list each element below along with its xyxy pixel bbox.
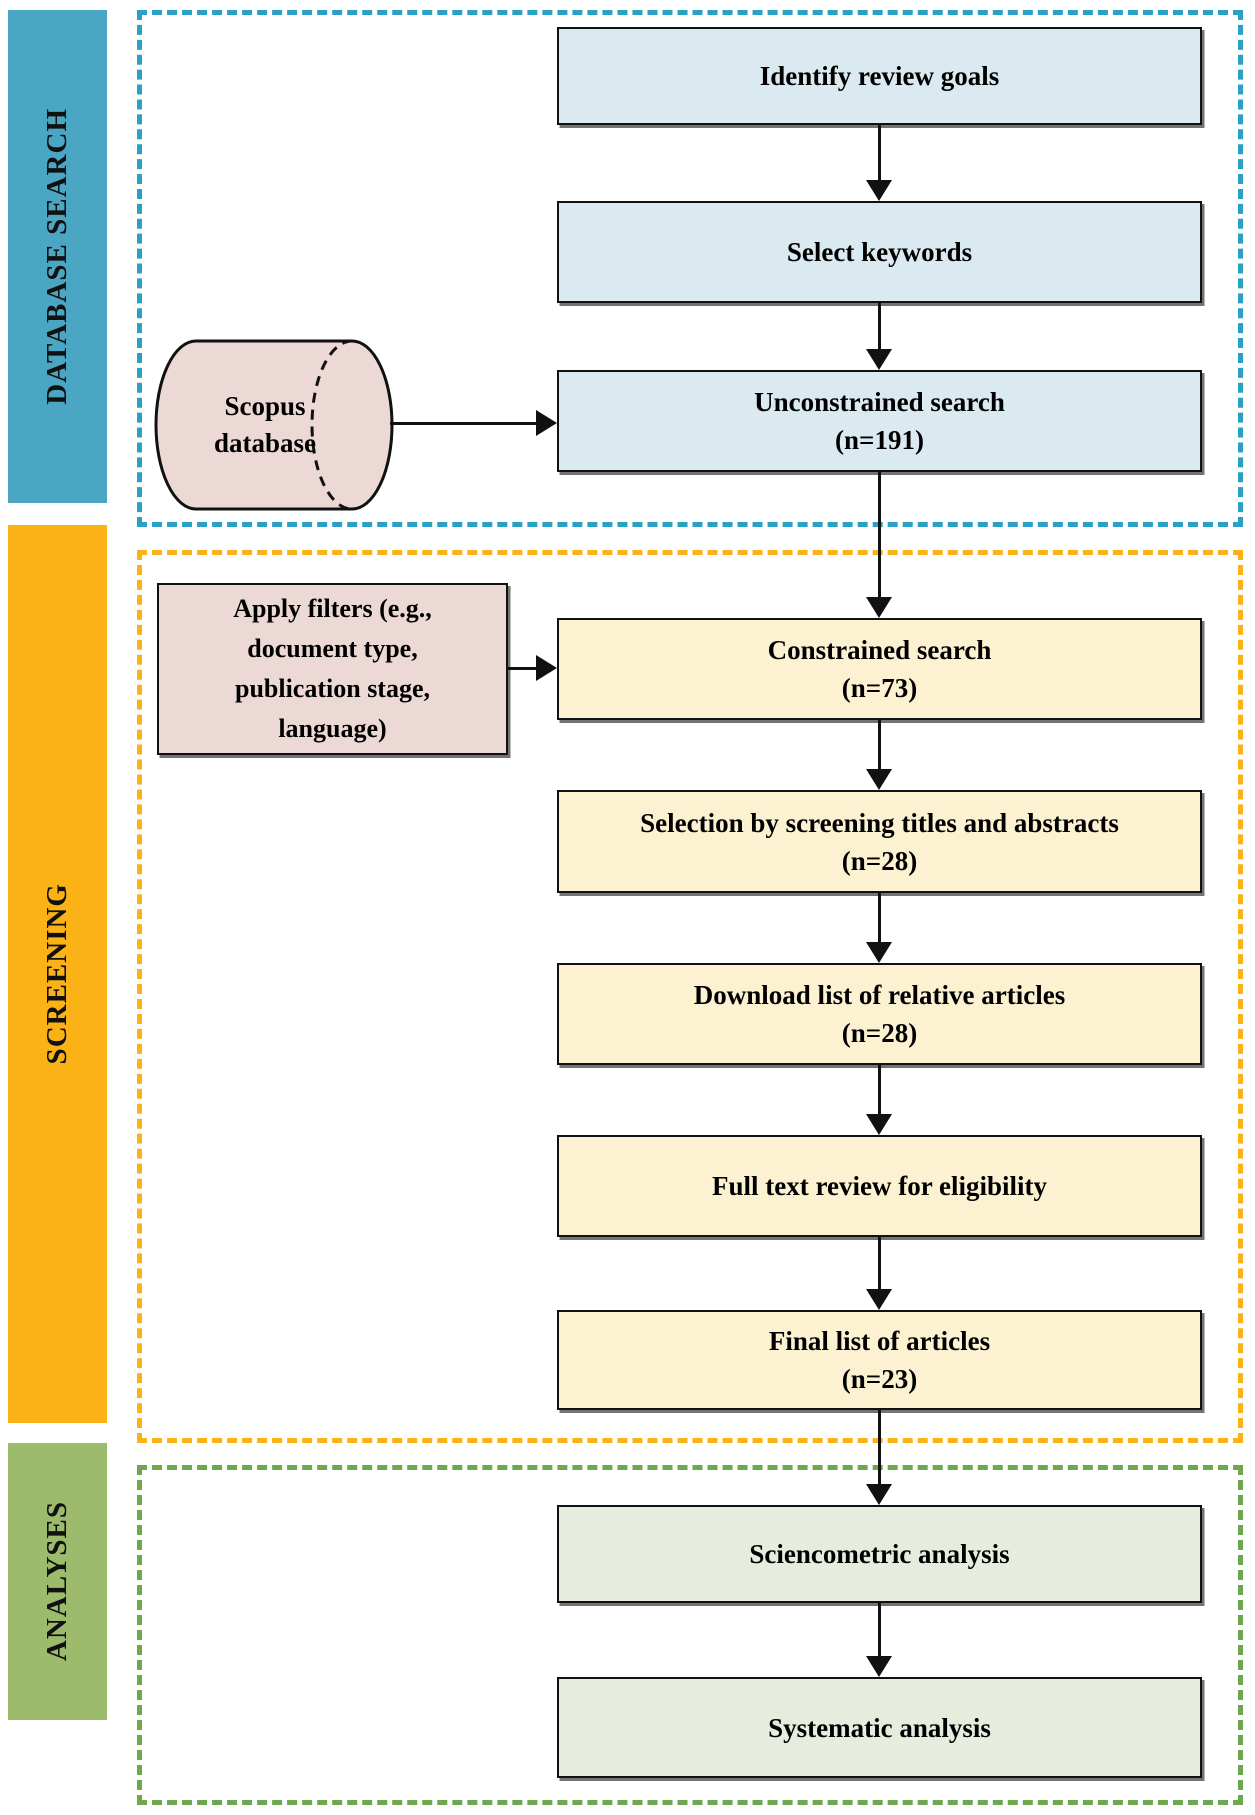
flow-box-final-list: Final list of articles (n=23) bbox=[557, 1310, 1202, 1410]
sidebar-screening: SCREENING bbox=[8, 525, 107, 1423]
flow-box-sciencometric-analysis: Sciencometric analysis bbox=[557, 1505, 1202, 1603]
arrow-head-icon bbox=[866, 597, 892, 618]
apply-filters-line3: publication stage, bbox=[234, 674, 431, 703]
scopus-line1: Scopus bbox=[224, 391, 306, 421]
arrow-constrained-to-selection bbox=[864, 720, 894, 790]
sidebar-label-database-search: DATABASE SEARCH bbox=[41, 108, 73, 405]
flow-box-constrained-search: Constrained search (n=73) bbox=[557, 618, 1202, 720]
unconstrained-search-text: Unconstrained search bbox=[754, 387, 1005, 417]
cylinder-body bbox=[154, 339, 394, 511]
arrow-head-icon bbox=[866, 1114, 892, 1135]
section-screening bbox=[137, 550, 1243, 1443]
apply-filters-line2: document type, bbox=[247, 634, 418, 663]
flow-box-download-list: Download list of relative articles (n=28… bbox=[557, 963, 1202, 1065]
arrow-shaft bbox=[877, 1410, 881, 1490]
arrow-head-icon bbox=[866, 1289, 892, 1310]
arrow-unconstrained-to-constrained bbox=[864, 472, 894, 618]
final-list-text: Final list of articles bbox=[768, 1326, 991, 1356]
arrow-shaft bbox=[877, 893, 881, 948]
cylinder-shape-icon bbox=[154, 339, 394, 511]
systematic-analysis-text: Systematic analysis bbox=[768, 1712, 991, 1743]
screen-titles-count: (n=28) bbox=[841, 845, 918, 876]
scopus-database-label: Scopus database bbox=[160, 335, 370, 515]
arrow-shaft bbox=[877, 125, 881, 186]
sidebar-database-search: DATABASE SEARCH bbox=[8, 10, 107, 503]
arrow-fulltext-to-final bbox=[864, 1237, 894, 1310]
select-keywords-text: Select keywords bbox=[786, 237, 973, 267]
flow-box-systematic-analysis: Systematic analysis bbox=[557, 1677, 1202, 1778]
arrow-select-to-unconstrained bbox=[864, 303, 894, 370]
screen-titles-text: Selection by screening titles and abstra… bbox=[640, 807, 1119, 838]
section-database-search bbox=[137, 10, 1243, 527]
arrow-identify-to-select bbox=[864, 125, 894, 201]
apply-filters-line4: language) bbox=[278, 714, 387, 743]
scopus-line2: database bbox=[213, 428, 316, 458]
identify-goals-text: Identify review goals bbox=[759, 61, 1000, 91]
arrow-selection-to-download bbox=[864, 893, 894, 963]
flow-box-unconstrained-search: Unconstrained search (n=191) bbox=[557, 370, 1202, 472]
constrained-search-count: (n=73) bbox=[841, 673, 918, 703]
apply-filters-line1: Apply filters (e.g., bbox=[233, 594, 432, 623]
arrow-final-to-sciencometric bbox=[864, 1410, 894, 1505]
arrow-shaft bbox=[877, 472, 881, 603]
arrow-shaft bbox=[877, 303, 881, 355]
constrained-search-text: Constrained search bbox=[767, 635, 992, 665]
download-list-text: Download list of relative articles bbox=[693, 980, 1066, 1010]
download-list-count: (n=28) bbox=[841, 1018, 918, 1048]
arrow-head-icon bbox=[866, 1484, 892, 1505]
arrow-shaft bbox=[877, 1065, 881, 1120]
arrow-shaft bbox=[877, 1237, 881, 1295]
sidebar-label-screening: SCREENING bbox=[41, 883, 73, 1065]
unconstrained-search-count: (n=191) bbox=[835, 425, 924, 455]
flow-box-full-text-review: Full text review for eligibility bbox=[557, 1135, 1202, 1237]
cylinder-rim bbox=[310, 339, 353, 511]
arrow-shaft bbox=[390, 421, 543, 425]
sidebar-label-analyses: ANALYSES bbox=[41, 1501, 73, 1662]
section-analyses bbox=[137, 1465, 1243, 1805]
full-text-review-text: Full text review for eligibility bbox=[712, 1171, 1047, 1201]
arrow-filters-to-constrained bbox=[508, 653, 557, 683]
arrow-shaft bbox=[508, 666, 543, 670]
arrow-shaft bbox=[877, 1603, 881, 1662]
arrow-head-icon bbox=[536, 655, 557, 681]
apply-filters-box: Apply filters (e.g., document type, publ… bbox=[157, 583, 508, 755]
arrow-head-icon bbox=[866, 942, 892, 963]
scopus-database-cylinder: Scopus database bbox=[150, 335, 400, 515]
flow-box-screen-titles-abstracts: Selection by screening titles and abstra… bbox=[557, 790, 1202, 893]
arrow-shaft bbox=[877, 720, 881, 775]
arrow-scopus-to-unconstrained bbox=[390, 408, 557, 438]
arrow-head-icon bbox=[866, 180, 892, 201]
final-list-count: (n=23) bbox=[841, 1364, 918, 1394]
arrow-sciencometric-to-systematic bbox=[864, 1603, 894, 1677]
arrow-download-to-fulltext bbox=[864, 1065, 894, 1135]
flow-box-select-keywords: Select keywords bbox=[557, 201, 1202, 303]
arrow-head-icon bbox=[866, 769, 892, 790]
arrow-head-icon bbox=[866, 1656, 892, 1677]
arrow-head-icon bbox=[536, 410, 557, 436]
flow-box-identify-review-goals: Identify review goals bbox=[557, 27, 1202, 125]
arrow-head-icon bbox=[866, 349, 892, 370]
sidebar-analyses: ANALYSES bbox=[8, 1443, 107, 1720]
sciencometric-analysis-text: Sciencometric analysis bbox=[749, 1539, 1010, 1569]
